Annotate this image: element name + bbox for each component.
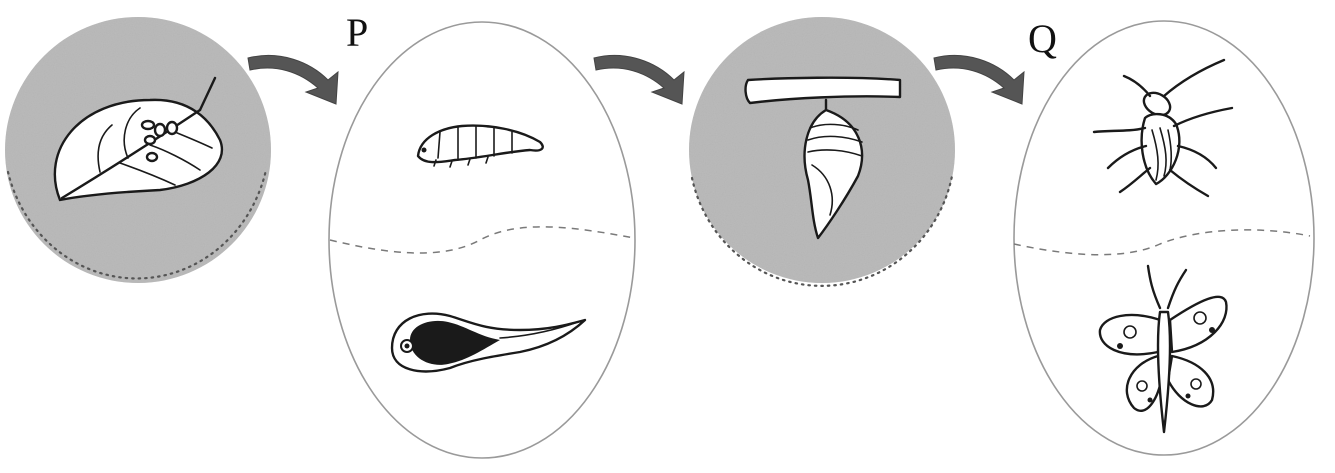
eggs-stage xyxy=(5,17,271,283)
label-p: P xyxy=(346,10,368,55)
arrow-icon xyxy=(594,55,684,104)
stage-q: Q xyxy=(1014,16,1314,455)
stage-p-oval xyxy=(329,22,635,458)
label-q: Q xyxy=(1028,16,1057,61)
arrow-icon xyxy=(934,55,1024,104)
arrow-icon xyxy=(248,55,338,104)
pupa-stage xyxy=(689,17,955,286)
stage-p: P xyxy=(329,10,635,458)
